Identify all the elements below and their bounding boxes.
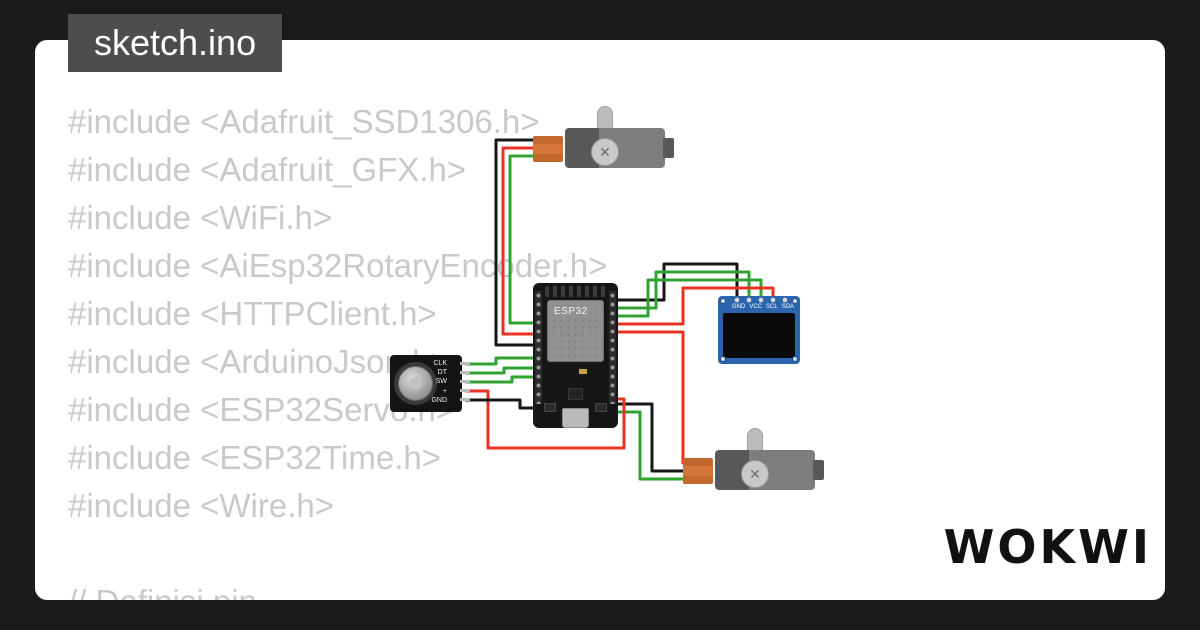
oled-pin-label: SDA (781, 304, 795, 310)
code-line: #include <Adafruit_SSD1306.h> (68, 103, 540, 140)
esp32-label: ESP32 (554, 306, 590, 317)
esp32-devkit-board: ESP32 (533, 283, 618, 428)
encoder-pin-label: SW (435, 378, 447, 386)
wokwi-logo: WOKWI (943, 520, 1152, 574)
servo-screw-icon: ✕ (599, 144, 611, 160)
code-line: // Definisi pin (68, 578, 607, 600)
oled-mount-hole (720, 298, 726, 304)
oled-mount-hole (792, 356, 798, 362)
oled-mount-hole (792, 298, 798, 304)
servo-screw-icon: ✕ (749, 466, 761, 482)
code-line: #include <ESP32Servo.h> (68, 391, 456, 428)
encoder-pin-label: DT (437, 369, 447, 377)
esp32-en-button (544, 403, 556, 412)
oled-pin-header (734, 297, 794, 303)
code-line: #include <Wire.h> (68, 487, 334, 524)
encoder-knob (398, 366, 433, 401)
servo-hub: ✕ (741, 460, 769, 488)
oled-pin-label: GND (732, 304, 746, 310)
esp32-antenna (545, 286, 606, 297)
oled-screen (723, 313, 795, 358)
esp32-usb-chip (568, 388, 583, 400)
esp32-pin-header-right (609, 291, 616, 404)
encoder-pin-label: GND (431, 396, 447, 404)
servo-motor-bottom: ✕ (683, 428, 828, 492)
esp32-module-shield: ESP32 (547, 300, 604, 362)
encoder-pin-header (460, 362, 470, 407)
oled-mount-hole (720, 356, 726, 362)
code-line (68, 530, 607, 578)
servo-connector (683, 458, 713, 484)
esp32-pin-header-left (535, 291, 542, 404)
esp32-boot-button (595, 403, 607, 412)
servo-hub: ✕ (591, 138, 619, 166)
oled-pin-label: SCL (766, 304, 778, 310)
code-line: #include <Adafruit_GFX.h> (68, 151, 467, 188)
servo-motor-top: ✕ (533, 106, 678, 170)
file-tab-sketch-ino[interactable]: sketch.ino (68, 14, 283, 72)
servo-connector (533, 136, 563, 162)
code-line: #include <ESP32Time.h> (68, 439, 442, 476)
oled-pin-label: VCC (749, 304, 763, 310)
code-line: #include <AiEsp32RotaryEncoder.h> (68, 247, 608, 284)
encoder-pin-label: CLK (433, 360, 447, 367)
code-line: #include <WiFi.h> (68, 199, 333, 236)
code-line: #include <HTTPClient.h> (68, 295, 437, 332)
encoder-pin-label: + (442, 387, 447, 395)
esp32-usb-port (562, 408, 589, 428)
esp32-smd-component (579, 369, 587, 374)
code-line: #include <ArduinoJson.h> (68, 343, 450, 380)
code-snippet: #include <Adafruit_SSD1306.h> #include <A… (68, 98, 607, 600)
